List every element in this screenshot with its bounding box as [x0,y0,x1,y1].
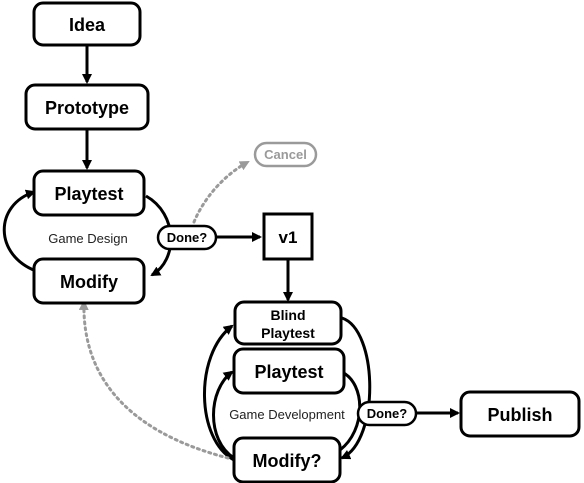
edge-done-cancel [192,160,250,224]
playtest-2-node [232,347,346,395]
edge-blind-to-modify2 [340,316,372,460]
idea-node [32,1,142,47]
edge-modify2-to-blind [203,324,235,462]
v1-label: v1 [279,228,298,247]
cancel-label: Cancel [264,147,307,162]
playtest-label: Playtest [54,184,123,204]
cancel-node [253,141,318,168]
modify-2-node [232,436,342,483]
edge-modify2-to-playtest2 [212,370,235,460]
prototype-label: Prototype [45,98,129,118]
game-development-caption: Game Development [229,407,345,422]
edge-modify2-to-modify1 [78,300,230,460]
done-decision-1 [156,224,218,251]
modify-node [32,257,146,305]
playtest-node [32,169,146,217]
publish-node [459,390,581,438]
modify-2-label: Modify? [253,451,322,471]
idea-label: Idea [69,15,106,35]
modify-label: Modify [60,272,118,292]
publish-label: Publish [487,405,552,425]
done-label-2: Done? [367,406,408,421]
game-design-caption: Game Design [48,231,127,246]
done-decision-2 [356,400,418,427]
blind-playtest-node [233,300,343,346]
done-label-1: Done? [167,230,208,245]
blind-playtest-label: Blind [271,307,306,323]
blind-playtest-label-2: Playtest [261,325,315,341]
v1-node [262,212,314,261]
edge-modify-to-playtest [2,189,37,273]
playtest-2-label: Playtest [254,362,323,382]
prototype-node [24,83,150,131]
